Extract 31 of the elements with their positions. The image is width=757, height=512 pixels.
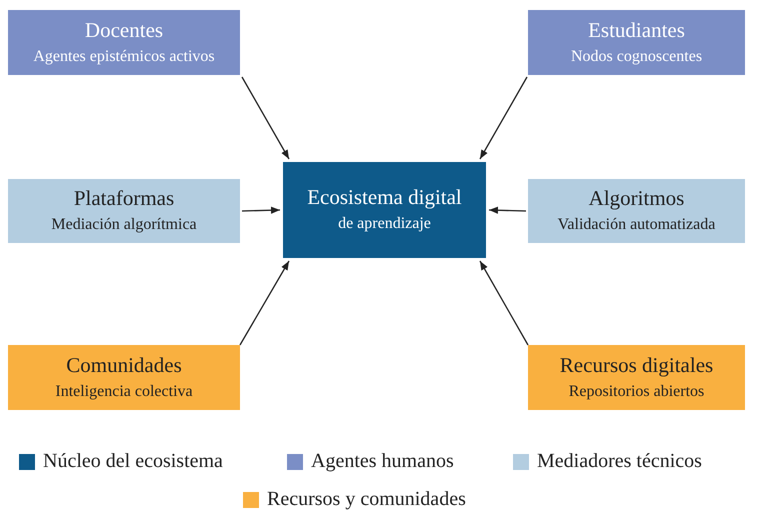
node-subtitle: Inteligencia colectiva bbox=[55, 382, 193, 402]
resource-box bbox=[8, 345, 240, 410]
node-subtitle: de aprendizaje bbox=[338, 214, 431, 234]
node-subtitle: Repositorios abiertos bbox=[568, 382, 704, 402]
legend-label: Núcleo del ecosistema bbox=[43, 450, 223, 473]
legend-label: Recursos y comunidades bbox=[267, 488, 466, 511]
node-title: Comunidades bbox=[66, 352, 182, 378]
mediator-box bbox=[528, 179, 745, 243]
node-subtitle: Validación automatizada bbox=[558, 215, 716, 236]
arrow bbox=[241, 76, 290, 160]
node-subtitle: Nodos cognoscentes bbox=[570, 46, 702, 67]
arrow bbox=[239, 260, 290, 346]
node-title: Docentes bbox=[84, 18, 164, 43]
node-subtitle: Agentes epistémicos activos bbox=[33, 46, 215, 67]
agent-box bbox=[528, 10, 745, 75]
arrow bbox=[242, 206, 280, 214]
agent-box bbox=[8, 10, 240, 75]
node-title: Ecosistema digital bbox=[307, 185, 462, 210]
core-box bbox=[283, 162, 486, 258]
resource-box bbox=[528, 345, 745, 410]
node-title: Plataformas bbox=[74, 186, 174, 212]
node-title: Estudiantes bbox=[588, 18, 685, 43]
arrow bbox=[479, 260, 529, 346]
node-title: Recursos digitales bbox=[560, 352, 714, 378]
node-subtitle: Mediación algorítmica bbox=[51, 215, 197, 236]
node-title: Algoritmos bbox=[588, 186, 684, 212]
arrow bbox=[479, 76, 528, 160]
legend-label: Agentes humanos bbox=[311, 450, 454, 473]
arrow bbox=[488, 206, 526, 214]
mediator-box bbox=[8, 179, 240, 243]
legend-label: Mediadores técnicos bbox=[537, 450, 702, 473]
